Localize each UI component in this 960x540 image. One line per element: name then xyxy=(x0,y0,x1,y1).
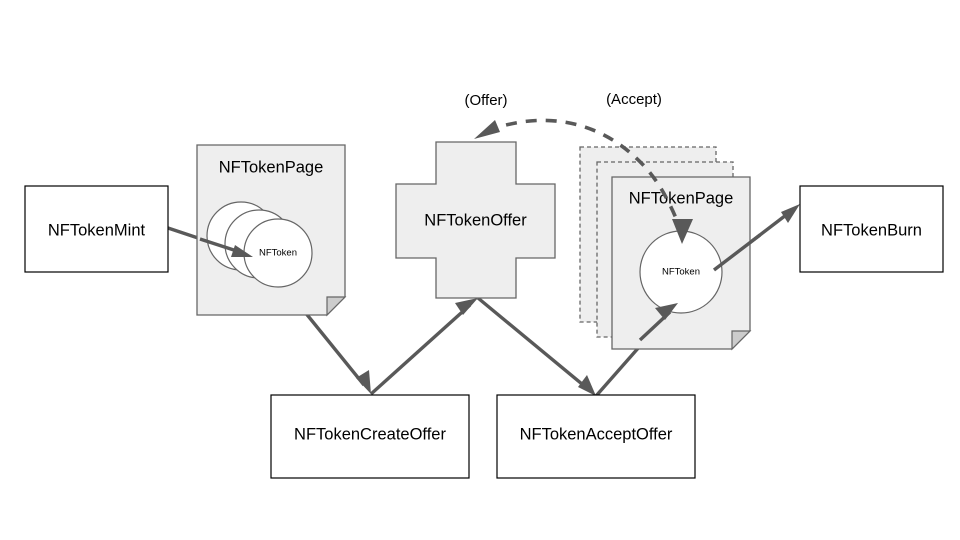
node-nftokenmint[interactable]: NFTokenMint xyxy=(24,185,169,273)
arrowhead-accept xyxy=(672,219,693,244)
edge-createoffer-to-offer xyxy=(369,298,478,396)
edge-dashed-offer-accept xyxy=(474,118,693,244)
label-accept: (Accept) xyxy=(606,91,662,108)
node-nftokencreateoffer[interactable]: NFTokenCreateOffer xyxy=(270,394,470,479)
edge-burn-tail-overlay xyxy=(712,233,762,272)
right-page-title: NFTokenPage xyxy=(629,189,734,207)
node-right-nftokenpage-stack[interactable]: NFTokenPage NFTokenPage NFTokenPage NFTo… xyxy=(579,146,752,351)
edge-mint-arrowhead-overlay xyxy=(199,237,253,257)
edge-acceptoffer-arrowhead-overlay xyxy=(638,303,678,342)
nftokenacceptoffer-label: NFTokenAcceptOffer xyxy=(520,425,673,443)
left-token-label: NFToken xyxy=(259,248,297,259)
node-nftokenacceptoffer[interactable]: NFTokenAcceptOffer xyxy=(496,394,696,479)
nftokencreateoffer-label: NFTokenCreateOffer xyxy=(294,425,446,443)
left-page-title: NFTokenPage xyxy=(219,158,324,176)
label-offer: (Offer) xyxy=(464,92,507,109)
nftokenoffer-label: NFTokenOffer xyxy=(424,211,527,229)
right-page-front[interactable]: NFTokenPage NFToken xyxy=(611,176,752,351)
nftokenburn-label: NFTokenBurn xyxy=(821,221,922,239)
nftokenmint-label: NFTokenMint xyxy=(48,221,146,239)
arrowhead-offer xyxy=(474,120,500,139)
node-nftokenoffer[interactable]: NFTokenOffer xyxy=(395,141,556,299)
edge-offer-to-acceptoffer xyxy=(476,296,596,396)
right-token-label: NFToken xyxy=(662,267,700,278)
node-left-nftokenpage[interactable]: NFTokenPage NFToken xyxy=(196,144,347,317)
node-nftokenburn[interactable]: NFTokenBurn xyxy=(799,185,944,273)
